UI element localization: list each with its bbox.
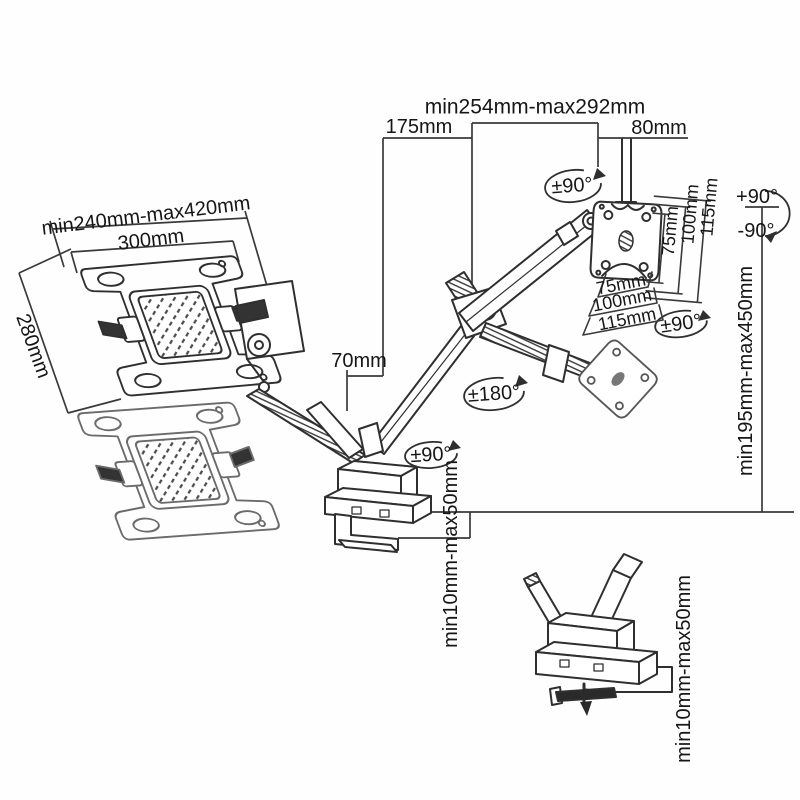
- rotation-arm-swivel: ±180°: [467, 381, 521, 407]
- dim-pole-offset: 70mm: [331, 350, 387, 372]
- dim-vesa-vertical-115: 115mm: [696, 176, 722, 238]
- dimension-lines: [18, 122, 794, 539]
- laptop-tray-lower: [75, 401, 282, 542]
- vesa-plate-main: [589, 200, 663, 282]
- arm-artwork: [75, 138, 712, 716]
- rotation-head-swivel: ±90°: [550, 173, 594, 199]
- vesa-horizontal-dims: [582, 271, 664, 336]
- rotation-tilt-down: -90°: [737, 220, 775, 242]
- vesa-vertical-dims: [644, 195, 712, 304]
- forearm-alternate: [479, 322, 591, 378]
- rotation-vesa: ±90°: [659, 310, 703, 338]
- desk-clamp-main: [324, 422, 432, 553]
- rotation-tilt-up: +90°: [736, 186, 778, 208]
- dim-desk-thickness-main: min10mm-max50mm: [440, 460, 462, 648]
- dim-height-range: min195mm-max450mm: [735, 265, 757, 477]
- rotation-arrows: [404, 168, 791, 469]
- vesa-plate-alternate: [578, 339, 658, 419]
- tray-bracket: [234, 280, 305, 393]
- dim-rear-arm-reach: 175mm: [385, 116, 453, 138]
- dim-head-offset: 80mm: [631, 117, 687, 139]
- desk-clamp-detail: [523, 553, 673, 716]
- dim-desk-thickness-detail: min10mm-max50mm: [673, 575, 695, 763]
- dim-top-span-range: min254mm-max292mm: [424, 95, 646, 119]
